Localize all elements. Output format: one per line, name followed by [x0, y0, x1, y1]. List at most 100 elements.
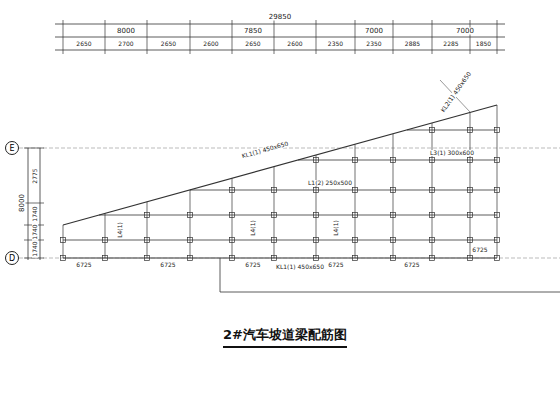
- column: [495, 256, 500, 261]
- column: [272, 188, 277, 193]
- column: [272, 238, 277, 243]
- dimension-label: 8000: [19, 193, 26, 213]
- dimension-label: 2775: [32, 167, 38, 184]
- dimension-label: 2650: [75, 41, 92, 47]
- column: [430, 188, 435, 193]
- stroke: [497, 20, 498, 54]
- column: [391, 256, 396, 261]
- column: [391, 238, 396, 243]
- stroke: [24, 258, 44, 259]
- column: [230, 256, 235, 261]
- column: [145, 238, 150, 243]
- column: [61, 238, 66, 243]
- dimension-label: 2350: [327, 41, 344, 47]
- column: [230, 188, 235, 193]
- dimension-label: 2350: [365, 41, 382, 47]
- dimension-label: 6725: [75, 262, 92, 268]
- dimension-label: L4(1): [333, 219, 339, 237]
- column: [430, 158, 435, 163]
- column: [468, 188, 473, 193]
- column: [230, 213, 235, 218]
- column: [468, 213, 473, 218]
- dimension-label: 2600: [202, 41, 219, 47]
- stroke: [105, 20, 106, 54]
- dimension-label: 2285: [442, 41, 459, 47]
- dimension-label: 6725: [327, 262, 344, 268]
- column: [495, 238, 500, 243]
- stroke: [470, 112, 471, 258]
- column: [468, 238, 473, 243]
- dimension-label: 7850: [243, 28, 263, 35]
- axis-label: E: [9, 144, 14, 153]
- stroke: [147, 202, 148, 258]
- column: [103, 256, 108, 261]
- dimension-label: 7000: [364, 28, 384, 35]
- column: [188, 213, 193, 218]
- dimension-label: L4(1): [117, 221, 123, 239]
- stroke: [316, 20, 317, 54]
- stroke: [190, 190, 191, 258]
- column: [430, 238, 435, 243]
- stroke: [355, 144, 356, 258]
- dimension-label: L3(1) 300x600: [429, 150, 475, 156]
- column: [145, 256, 150, 261]
- dimension-label: 6725: [471, 247, 488, 253]
- column: [430, 128, 435, 133]
- stroke: [24, 203, 44, 204]
- column: [495, 158, 500, 163]
- dimension-label: 1740: [32, 205, 38, 222]
- stroke: [63, 225, 64, 258]
- column: [314, 158, 319, 163]
- stroke: [393, 134, 394, 258]
- axis-label: D: [9, 254, 15, 263]
- column: [391, 213, 396, 218]
- column: [272, 213, 277, 218]
- stroke: [105, 213, 106, 258]
- stroke: [232, 178, 233, 258]
- stroke: [497, 105, 498, 258]
- dimension-label: 8000: [116, 28, 136, 35]
- dimension-label: KL1(1) 450x650: [275, 264, 325, 270]
- column: [314, 238, 319, 243]
- dimension-label: KL1(1) 450x650: [240, 140, 290, 159]
- stroke: [393, 20, 394, 54]
- column: [61, 256, 66, 261]
- drawing-title: 2#汽车坡道梁配筋图: [223, 326, 347, 348]
- column: [468, 128, 473, 133]
- column: [430, 213, 435, 218]
- column: [353, 238, 358, 243]
- column: [314, 188, 319, 193]
- stroke: [63, 20, 64, 54]
- column: [103, 238, 108, 243]
- dimension-label: L1(2) 250x500: [307, 180, 353, 186]
- dimension-label: 2885: [404, 41, 421, 47]
- column: [353, 158, 358, 163]
- stroke: [274, 20, 275, 54]
- column: [391, 158, 396, 163]
- column: [353, 188, 358, 193]
- dimension-label: 2700: [117, 41, 134, 47]
- dimension-label: 2650: [244, 41, 261, 47]
- dimension-label: 6725: [244, 262, 261, 268]
- dimension-label: 29850: [268, 14, 292, 21]
- column: [272, 256, 277, 261]
- stroke: [470, 20, 471, 54]
- column: [468, 256, 473, 261]
- dimension-label: 7000: [455, 28, 475, 35]
- axis-bubble: D: [5, 251, 19, 265]
- column: [188, 238, 193, 243]
- column: [353, 256, 358, 261]
- dimension-label: 2600: [286, 41, 303, 47]
- column: [314, 256, 319, 261]
- column: [495, 188, 500, 193]
- dimension-label: L4(1): [250, 219, 256, 237]
- stroke: [232, 20, 233, 54]
- dimension-label: 1850: [475, 41, 492, 47]
- column: [353, 213, 358, 218]
- stroke: [24, 148, 44, 149]
- column: [391, 188, 396, 193]
- stroke: [190, 20, 191, 54]
- column: [188, 256, 193, 261]
- stroke: [147, 20, 148, 54]
